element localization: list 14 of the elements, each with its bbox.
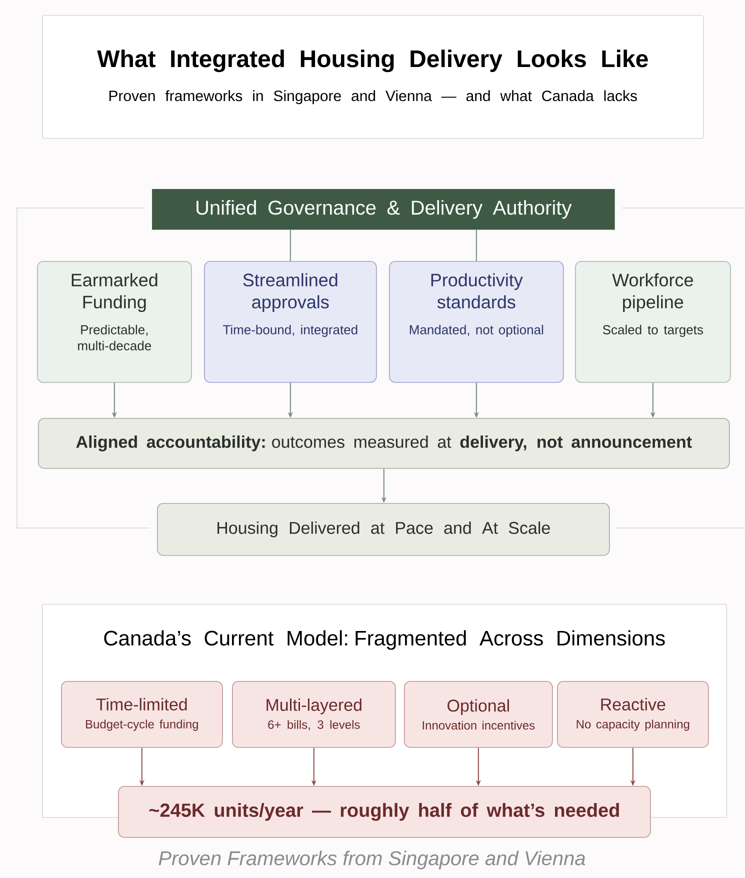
authority-banner: Unified Governance & Delivery Authority — [152, 189, 615, 230]
accountability-box: Aligned accountability: outcomes measured at delivery, not announcement — [38, 418, 730, 469]
dimension-box: Optional Innovation incentives — [404, 681, 553, 748]
dimension-box: Reactive No capacity planning — [557, 681, 709, 748]
dimension-box: Time-limited Budget-cycle funding — [61, 681, 223, 748]
pillar-box: Workforce pipeline Scaled to targets — [575, 261, 731, 383]
pillar-box: Productivity standards Mandated, not optional — [389, 261, 564, 383]
outcome-box: Housing Delivered at Pace and At Scale — [157, 503, 610, 556]
dimension-box: Multi-layered 6+ bills, 3 levels — [232, 681, 396, 748]
caption: Proven Frameworks from Singapore and Vienna — [158, 850, 586, 870]
pillar-box: Streamlined approvals Time-bound, integrated — [204, 261, 377, 383]
header-box: What Integrated Housing Delivery Looks Like Proven frameworks in Singapore and Vienna — and what Canada lacks — [42, 15, 704, 139]
pillar-box: Earmarked Funding Predictable, multi-decade — [37, 261, 192, 383]
result-box: ~245K units/year — roughly half of what’s needed — [118, 786, 651, 838]
